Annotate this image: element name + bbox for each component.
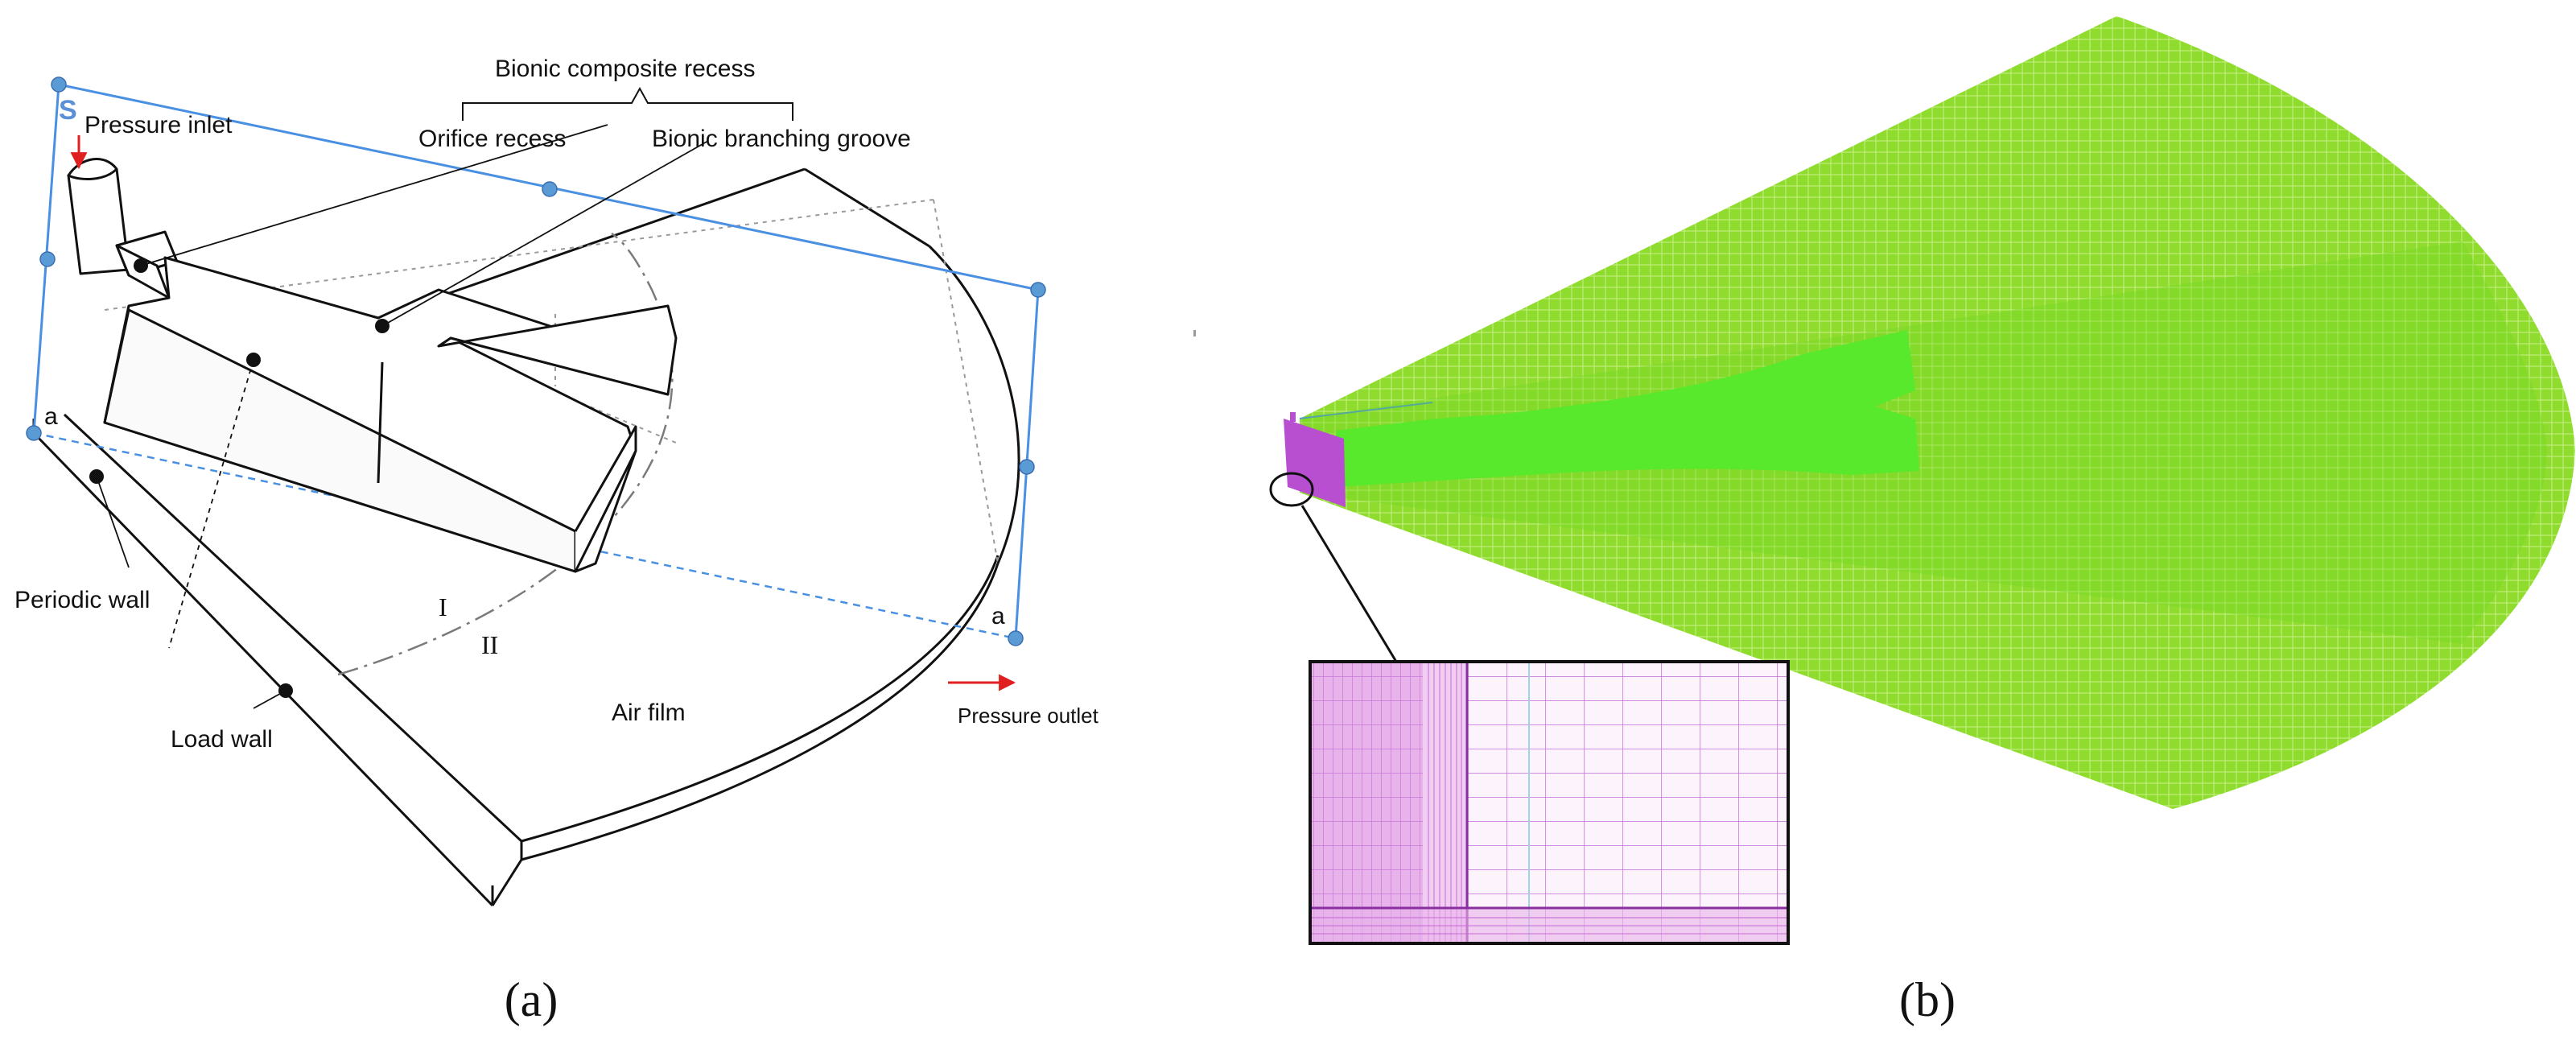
orifice-recess-label: Orifice recess bbox=[418, 126, 566, 152]
panel-b-caption: (b) bbox=[1899, 973, 1956, 1026]
mesh-inlet-stub bbox=[1290, 412, 1296, 422]
leader-lines bbox=[96, 124, 709, 709]
periodic-wall-label: Periodic wall bbox=[14, 587, 150, 613]
pressure-inlet-label: Pressure inlet bbox=[84, 112, 233, 138]
mesh-recess-region bbox=[1336, 330, 1919, 487]
panel-b-mesh: (b) bbox=[1193, 16, 2575, 1026]
load-wall-label: Load wall bbox=[171, 726, 273, 753]
point-a-right-label: a bbox=[991, 603, 1005, 629]
point-a-left-label: a bbox=[44, 403, 58, 430]
recess-solid bbox=[67, 158, 678, 573]
pressure-outlet-label: Pressure outlet bbox=[958, 704, 1099, 728]
mesh-inlet-region bbox=[1284, 419, 1346, 507]
axis-s-label: S bbox=[59, 95, 77, 126]
zoom-ellipse bbox=[1269, 472, 1314, 507]
zoom-leader bbox=[1300, 505, 1398, 662]
mesh-top-edge bbox=[1299, 402, 1433, 419]
mesh-inset bbox=[1309, 660, 1790, 945]
region-boundary-arc bbox=[337, 232, 674, 676]
air-film-label: Air film bbox=[612, 700, 686, 726]
panel-a-caption: (a) bbox=[505, 973, 558, 1026]
composite-recess-bracket bbox=[462, 86, 793, 121]
mesh-artifact bbox=[1193, 330, 1196, 336]
region-II-label: II bbox=[481, 630, 498, 659]
feature-dots bbox=[89, 258, 389, 698]
panel-a-diagram: Bionic composite recess S Pressure inlet… bbox=[14, 56, 1099, 1026]
bionic-composite-recess-label: Bionic composite recess bbox=[495, 56, 755, 82]
air-film-body bbox=[32, 167, 1020, 907]
bionic-branching-groove-label: Bionic branching groove bbox=[652, 126, 911, 152]
region-I-label: I bbox=[439, 592, 447, 621]
mesh-central-band bbox=[1300, 241, 2547, 644]
mesh-sector bbox=[1300, 16, 2575, 809]
